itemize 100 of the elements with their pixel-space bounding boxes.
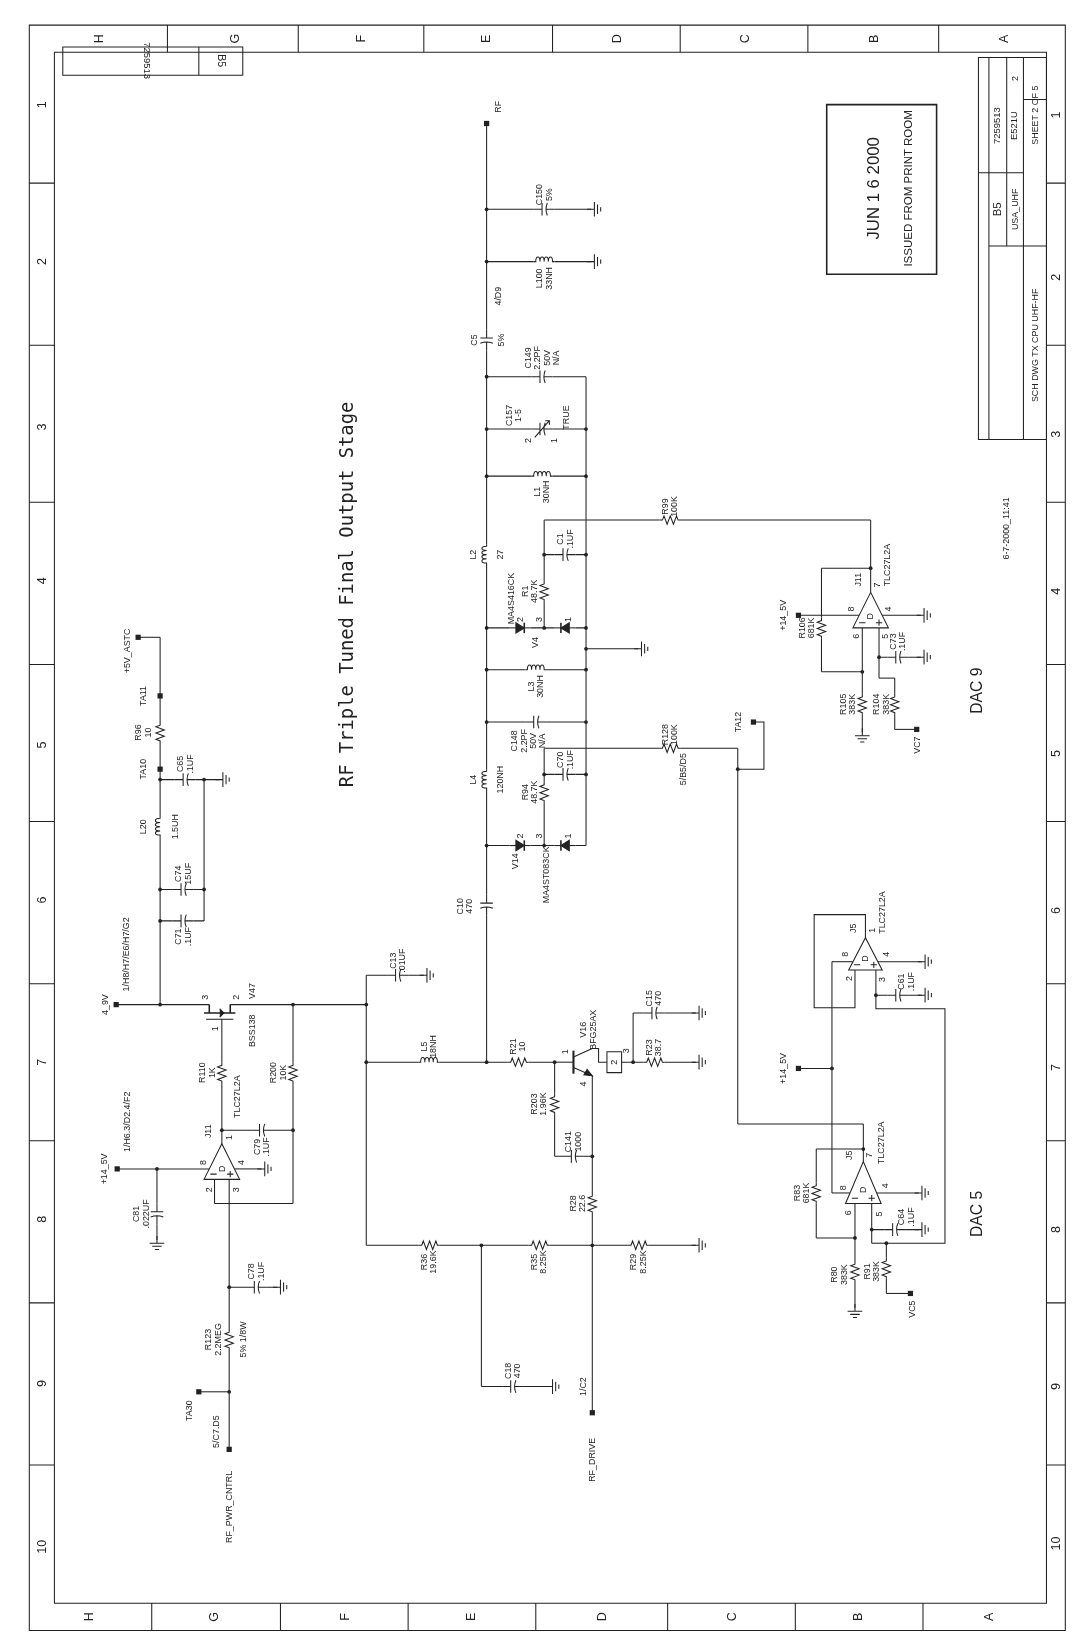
- component-label: R94 48.7K: [520, 780, 539, 804]
- pin-number: 2: [231, 994, 242, 1000]
- component-label: R105 383K: [838, 693, 857, 715]
- component-label: J11: [203, 1124, 213, 1139]
- component-label: R28 22.6: [568, 1194, 587, 1213]
- pin-number: 6: [844, 1210, 854, 1216]
- component-label: L5 18NH: [419, 1035, 439, 1058]
- op-amp-marking: D: [858, 1186, 868, 1194]
- component-value: 27: [495, 549, 505, 560]
- pin-number: 4: [880, 1183, 890, 1189]
- zone-number: 9: [1049, 1383, 1063, 1391]
- net-label: 1/H6.3/D2.4/F2: [123, 1091, 133, 1152]
- revision-code: B5: [215, 54, 227, 68]
- component-label: V14: [510, 853, 520, 870]
- zone-letter: H: [92, 34, 106, 44]
- zone-letter: G: [228, 33, 243, 44]
- stamp-text: JUN 1 6 2000: [865, 137, 883, 240]
- component-label: L3 30NH: [526, 675, 546, 698]
- net-label: RF_DRIVE: [587, 1437, 597, 1482]
- zone-number: 4: [35, 577, 49, 585]
- zone-number: 3: [1049, 430, 1063, 438]
- zone-letter: H: [82, 1612, 96, 1622]
- component-label: C149 2.2PF 50V N/A: [523, 346, 561, 370]
- component-label: C148 2.2PF 50V N/A: [509, 729, 548, 753]
- zone-letter: F: [354, 34, 368, 43]
- component-label: R35 8.25K: [529, 1250, 549, 1274]
- zone-letter: B: [851, 1612, 865, 1621]
- component-label: C141 1000: [564, 1131, 583, 1153]
- pin-number: 3: [534, 617, 544, 622]
- component-label: V4: [531, 637, 541, 648]
- component-label: R23 38.7: [644, 1038, 664, 1057]
- component-label: R29 8.25K: [629, 1250, 648, 1274]
- zone-number: 2: [1049, 273, 1063, 281]
- component-label: C65 .1UF: [175, 754, 195, 774]
- pin-number: 4: [237, 1160, 247, 1166]
- revision-number: 2: [1010, 76, 1020, 81]
- component-label: R104 383K: [871, 693, 891, 715]
- component-label: R200 10K: [269, 1062, 288, 1084]
- component-label: C157 1-5: [504, 404, 524, 427]
- zone-number: 7: [1049, 1063, 1063, 1071]
- zone-letter: B: [867, 34, 881, 43]
- section-label: DAC 9: [968, 667, 985, 714]
- part-number: BSS138: [247, 1014, 257, 1048]
- pin-number: 8: [198, 1160, 208, 1166]
- component-label: C81 .022UF: [131, 1199, 151, 1229]
- zone-number: 3: [35, 423, 49, 431]
- zone-letter: C: [738, 34, 752, 44]
- component-label: L100 33NH: [534, 267, 554, 290]
- net-label: 5/B5/D5: [678, 753, 688, 786]
- pin-number: 1: [210, 1026, 221, 1032]
- zone-letter: C: [725, 1612, 740, 1622]
- net-label: VC5: [907, 1300, 918, 1318]
- pin-number: 4: [881, 951, 892, 957]
- component-label: C78 .1UF: [247, 1261, 266, 1282]
- zone-number: 2: [35, 258, 49, 266]
- component-label: L2: [468, 549, 478, 560]
- component-label: C61 .1UF: [896, 971, 916, 992]
- zone-number: 1: [35, 101, 49, 109]
- component-label: V16 BFG25AX: [578, 1009, 598, 1050]
- zone-number: 6: [35, 896, 49, 904]
- stamp-text: ISSUED FROM PRINT ROOM: [902, 110, 915, 267]
- pin-number: 1: [563, 617, 573, 622]
- component-label: J11: [853, 572, 863, 587]
- pin-number: 3: [231, 1187, 242, 1193]
- pin-number: 4: [883, 606, 894, 612]
- zone-number: 7: [35, 1058, 49, 1066]
- net-label: +14_5V: [779, 1053, 789, 1084]
- component-label: R21 10: [508, 1038, 528, 1055]
- net-label: +14_5V: [100, 1153, 110, 1185]
- component-label: R96 10: [134, 724, 153, 741]
- pin-number: 2: [845, 975, 855, 981]
- zone-letter: A: [982, 1612, 996, 1621]
- component-label: R83 681K: [792, 1182, 811, 1204]
- pin-number: 1: [563, 833, 573, 839]
- component-label: C71 .1UF: [173, 926, 193, 947]
- pin-number: 2: [204, 1187, 214, 1193]
- diagram-title: RF Triple Tuned Final Output Stage: [337, 401, 358, 788]
- pin-number: 6: [851, 633, 861, 639]
- pin-number: 3: [622, 1048, 632, 1054]
- test-point-label: TA12: [734, 711, 744, 733]
- component-label: L20: [138, 819, 149, 835]
- part-number: 7259513: [992, 107, 1003, 144]
- zone-letter: D: [595, 1612, 609, 1622]
- component-label: R106 681K: [797, 617, 817, 639]
- part-number: TLC27L2A: [882, 543, 893, 587]
- zone-number: 6: [1049, 906, 1063, 914]
- file-name: E521U: [1010, 111, 1020, 140]
- component-label: C73 .1UF: [888, 631, 908, 652]
- part-number: MA4ST083CK: [541, 846, 551, 904]
- component-label: C15 470: [644, 990, 664, 1007]
- pin-number: 8: [840, 951, 851, 957]
- pin-number: 4: [578, 1081, 588, 1087]
- zone-number: 1: [1049, 111, 1063, 119]
- net-label: 4/D9: [493, 286, 503, 306]
- pin-number: 2: [515, 833, 525, 839]
- test-point-label: TA30: [184, 1400, 195, 1421]
- component-label: C10 470: [455, 898, 474, 915]
- pin-number: 3: [200, 994, 210, 1000]
- component-value: 120NH: [495, 765, 505, 794]
- region-code: USA_UHF: [1010, 188, 1020, 231]
